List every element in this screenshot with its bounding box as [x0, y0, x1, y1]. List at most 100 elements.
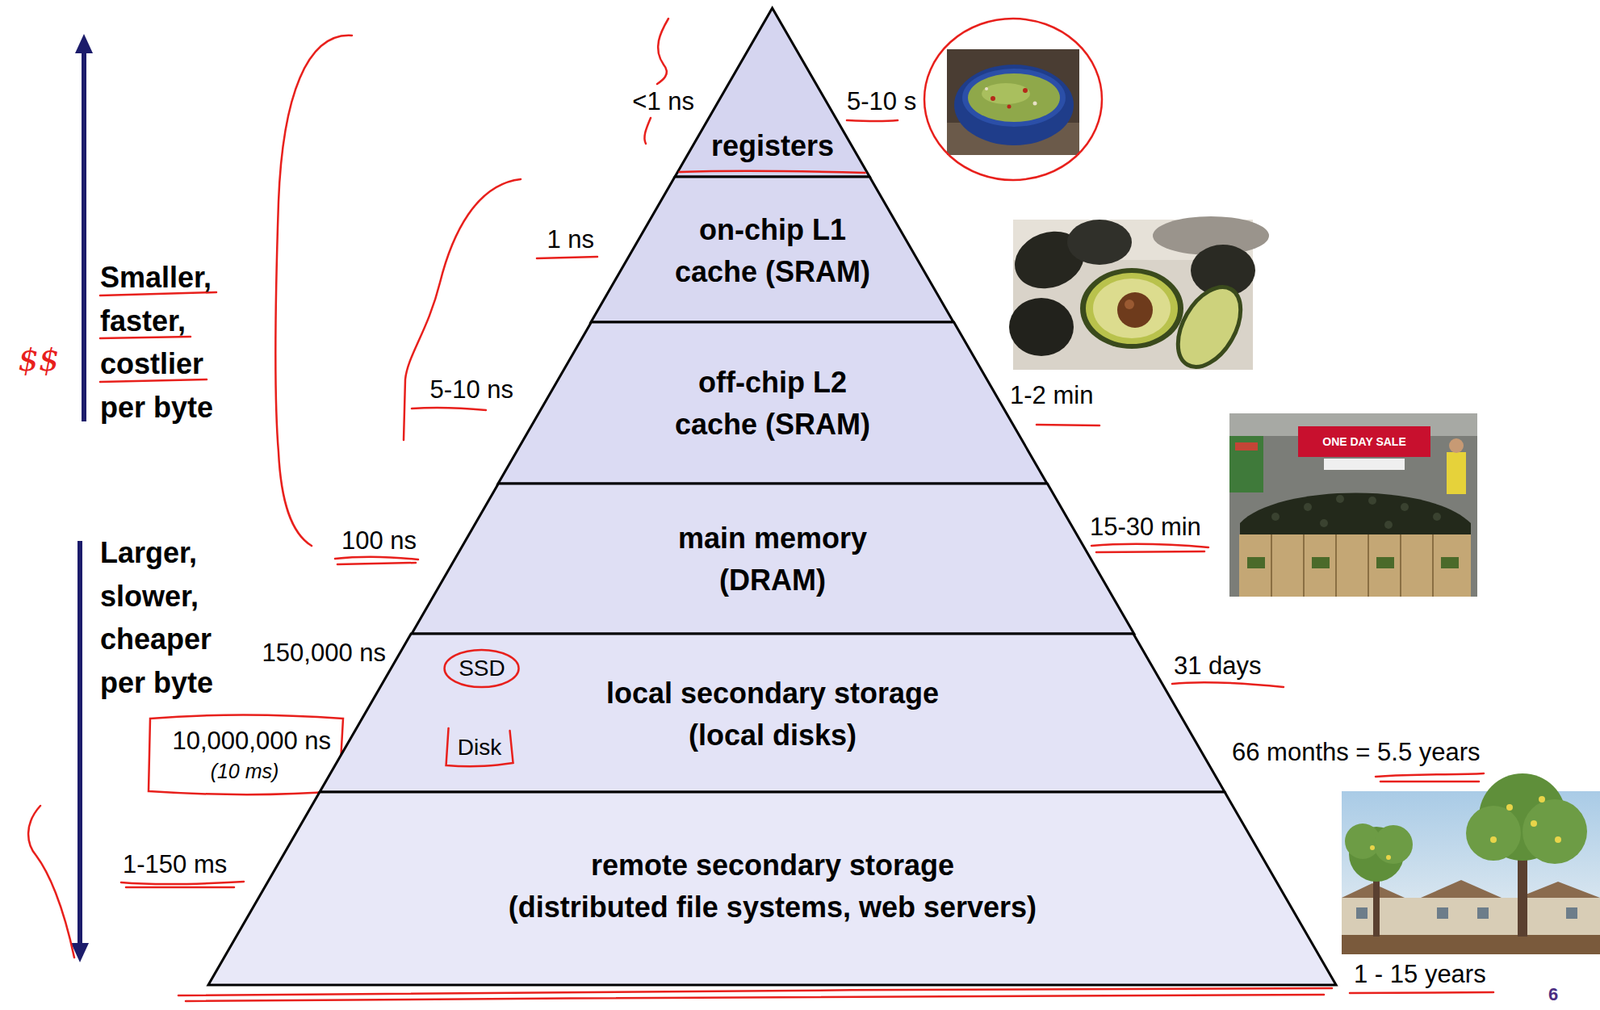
memory-level-band: on-chip L1 cache (SRAM): [590, 176, 954, 323]
device-type: SSD: [458, 654, 506, 683]
guacamole-photo: [990, 96, 996, 101]
guacamole-photo: [1022, 87, 1028, 93]
access-time: 150,000 ns: [262, 637, 386, 668]
human-time: 1 - 15 years: [1353, 959, 1487, 989]
handwritten-annotation: [403, 179, 521, 440]
page-number: 6: [1548, 984, 1559, 1006]
avocado-photo: [1117, 292, 1153, 328]
avocado-sale-photo: [1239, 534, 1471, 597]
guacamole-photo: [946, 49, 1080, 155]
avocado-photo: [1006, 216, 1270, 378]
memory-level-band: main memory (DRAM): [411, 483, 1135, 634]
avocado-sale-photo: [1229, 435, 1264, 493]
avocado-sale-photo: [1311, 557, 1330, 569]
handwritten-annotation: [1375, 773, 1484, 782]
handwritten-annotation: [657, 18, 669, 84]
human-time: 66 months = 5.5 years: [1231, 737, 1481, 767]
avocado-sale-photo: [1432, 512, 1441, 521]
handwritten-annotation: [444, 649, 520, 767]
avocado-tree-photo: [1530, 820, 1538, 827]
sign-text: ONE DAY SALE: [1322, 435, 1406, 449]
avocado-sale-photo: [1229, 413, 1478, 597]
avocado-sale-photo: [1336, 494, 1345, 503]
avocado-sale-photo: [1446, 452, 1466, 495]
avocado-tree-photo: [1341, 934, 1600, 955]
handwritten-annotation: [446, 728, 514, 767]
avocado-photo: [1067, 219, 1132, 265]
handwritten-annotation: [275, 35, 352, 546]
scale-arrow: [77, 540, 83, 947]
level-name: main memory (DRAM): [678, 517, 868, 602]
handwritten-annotation: [28, 805, 75, 958]
handwritten-annotation: [178, 988, 1332, 1002]
band-outline: [208, 791, 1337, 985]
avocado-sale-photo: [1239, 492, 1471, 540]
avocado-tree-photo: [1517, 881, 1600, 898]
band-shape: [319, 633, 1225, 792]
access-time: 1-150 ms: [122, 849, 227, 880]
avocado-tree-photo: [1465, 805, 1521, 861]
avocado-tree-photo: [1436, 907, 1449, 919]
avocado-sale-photo: [1376, 557, 1395, 569]
level-name: local secondary storage (local disks): [606, 672, 939, 757]
avocado-sale-photo: [1271, 534, 1433, 597]
band-outline: [498, 322, 1048, 484]
avocado-sale-photo: [1229, 413, 1478, 597]
guacamole-photo: [1033, 101, 1038, 106]
avocado-tree-photo: [1554, 836, 1562, 843]
avocado-sale-photo: [1303, 502, 1312, 511]
avocado-sale-photo: [1368, 496, 1377, 505]
access-time: 1 ns: [546, 224, 595, 255]
human-time: 31 days: [1173, 650, 1262, 681]
guacamole-photo: [1007, 104, 1012, 109]
handwritten-annotation: [536, 256, 598, 259]
handwritten-annotation: [1036, 424, 1100, 426]
memory-level-band: local secondary storage (local disks) SSD…: [319, 633, 1225, 792]
avocado-tree-photo: [1477, 907, 1489, 919]
handwritten-annotation: [846, 120, 898, 122]
avocado-tree-photo: [1373, 825, 1413, 864]
band-outline: [319, 633, 1225, 792]
access-time-note: (10 ms): [210, 758, 280, 784]
handwritten-annotation: [444, 649, 520, 687]
avocado-sale-photo: [1400, 502, 1409, 511]
guacamole-photo: [962, 68, 1066, 127]
handwritten-annotation: [644, 117, 651, 144]
memory-level-band: remote secondary storage (distributed fi…: [208, 791, 1337, 985]
level-name: off-chip L2 cache (SRAM): [674, 361, 871, 446]
handwritten-annotation: [1172, 682, 1284, 687]
avocado-tree-photo: [1517, 847, 1528, 937]
avocado-tree-photo: [1369, 845, 1375, 851]
avocado-tree-photo: [1538, 795, 1546, 803]
access-time: <1 ns: [632, 86, 695, 117]
access-time: 5-10 ns: [430, 374, 514, 405]
band-shape: [674, 8, 870, 177]
level-name: registers: [711, 129, 834, 163]
human-time: 1-2 min: [1009, 380, 1094, 411]
avocado-tree-photo: [1522, 799, 1588, 864]
avocado-photo: [1164, 276, 1253, 378]
avocado-sale-photo: [1247, 557, 1265, 569]
human-time: 15-30 min: [1089, 511, 1202, 542]
avocado-tree-photo: [1341, 897, 1600, 937]
level-name: on-chip L1 cache (SRAM): [674, 209, 871, 294]
avocado-tree-photo: [1566, 907, 1578, 919]
band-shape: [411, 483, 1135, 634]
avocado-photo: [1093, 278, 1171, 339]
access-time: 10,000,000 ns: [171, 725, 331, 756]
avocado-tree-photo: [1356, 907, 1368, 919]
avocado-sale-photo: [1384, 520, 1393, 529]
avocado-photo: [1080, 268, 1184, 349]
avocado-tree-photo: [1420, 879, 1502, 898]
guacamole-photo: [981, 83, 1031, 105]
avocado-sale-photo: [1440, 557, 1459, 569]
scale-arrow: [75, 33, 93, 54]
handwritten-annotation: [679, 171, 866, 173]
band-shape: [498, 322, 1048, 484]
scale-note: Larger, slower, cheaper per byte: [100, 531, 214, 704]
avocado-sale-photo: [1271, 512, 1280, 521]
band-shape: [208, 791, 1337, 985]
band-outline: [411, 483, 1135, 634]
